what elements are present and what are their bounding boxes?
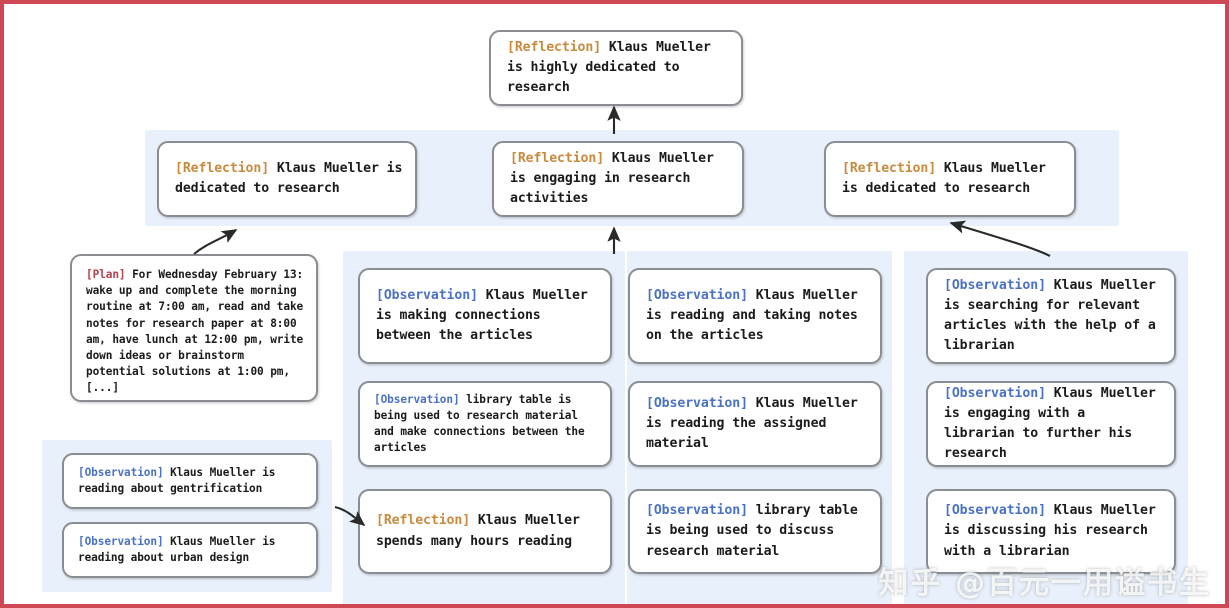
node-col2-observation-2[interactable]: [Observation] Klaus Mueller is reading t… <box>628 381 882 467</box>
node-text: [Reflection] Klaus Mueller is dedicated … <box>175 159 403 199</box>
node-text: [Reflection] Klaus Mueller spends many h… <box>376 511 598 551</box>
node-text: [Plan] For Wednesday February 13: wake u… <box>86 267 304 397</box>
tag-observation: [Observation] <box>78 465 164 479</box>
node-body: library table is being used to research … <box>374 392 585 455</box>
node-body: Klaus Mueller is reading the assigned ma… <box>646 395 858 452</box>
node-body: Klaus Mueller is reading about urban des… <box>78 534 276 564</box>
node-text: [Reflection] Klaus Mueller is highly ded… <box>507 38 729 98</box>
node-text: [Observation] Klaus Mueller is reading a… <box>78 534 304 566</box>
tag-observation: [Observation] <box>374 392 460 406</box>
tag-reflection: [Reflection] <box>510 150 605 166</box>
node-body: library table is being used to discuss r… <box>646 503 858 559</box>
node-body: Klaus Mueller is searching for relevant … <box>944 277 1156 354</box>
node-col1-reflection[interactable]: [Reflection] Klaus Mueller spends many h… <box>358 489 612 574</box>
node-col2-observation-1[interactable]: [Observation] Klaus Mueller is reading a… <box>628 268 882 364</box>
node-text: [Observation] Klaus Mueller is reading a… <box>646 286 868 346</box>
node-col3-observation-3[interactable]: [Observation] Klaus Mueller is discussin… <box>926 489 1176 574</box>
tag-reflection: [Reflection] <box>507 39 602 55</box>
node-text: [Observation] Klaus Mueller is reading t… <box>646 394 868 454</box>
tag-observation: [Observation] <box>78 534 164 548</box>
node-bottom-left-observation-1[interactable]: [Observation] Klaus Mueller is reading a… <box>62 453 318 509</box>
node-text: [Observation] Klaus Mueller is discussin… <box>944 501 1162 561</box>
node-body: Klaus Mueller is discussing his research… <box>944 503 1156 559</box>
tag-reflection: [Reflection] <box>842 160 937 176</box>
node-mid-reflection-center[interactable]: [Reflection] Klaus Mueller is engaging i… <box>492 141 744 217</box>
node-text: [Reflection] Klaus Mueller is dedicated … <box>842 159 1062 199</box>
tag-observation: [Observation] <box>646 287 748 303</box>
tag-reflection: [Reflection] <box>376 513 471 529</box>
tag-observation: [Observation] <box>944 385 1046 401</box>
node-body: Klaus Mueller is highly dedicated to res… <box>507 39 711 96</box>
tag-reflection: [Reflection] <box>175 160 270 176</box>
node-body: Klaus Mueller is dedicated to research <box>175 160 403 196</box>
node-top-reflection[interactable]: [Reflection] Klaus Mueller is highly ded… <box>489 30 743 106</box>
tag-observation: [Observation] <box>646 395 748 411</box>
node-text: [Observation] Klaus Mueller is engaging … <box>944 384 1162 464</box>
node-col1-observation-2[interactable]: [Observation] library table is being use… <box>358 381 612 467</box>
tag-observation: [Observation] <box>944 503 1046 519</box>
node-body: Klaus Mueller is dedicated to research <box>842 160 1046 196</box>
tag-plan: [Plan] <box>86 268 126 281</box>
node-body: Klaus Mueller is engaging in research ac… <box>510 150 714 207</box>
node-text: [Observation] Klaus Mueller is making co… <box>376 286 598 346</box>
node-mid-reflection-right[interactable]: [Reflection] Klaus Mueller is dedicated … <box>824 141 1076 217</box>
node-col2-observation-3[interactable]: [Observation] library table is being use… <box>628 489 882 574</box>
node-col3-observation-1[interactable]: [Observation] Klaus Mueller is searching… <box>926 268 1176 364</box>
node-text: [Observation] Klaus Mueller is searching… <box>944 276 1162 356</box>
tag-observation: [Observation] <box>646 503 748 519</box>
tag-observation: [Observation] <box>944 277 1046 293</box>
node-text: [Observation] Klaus Mueller is reading a… <box>78 465 304 497</box>
node-mid-reflection-left[interactable]: [Reflection] Klaus Mueller is dedicated … <box>157 141 417 217</box>
node-text: [Observation] library table is being use… <box>646 501 868 561</box>
tag-observation: [Observation] <box>376 287 478 303</box>
watermark: 知乎 @百元一用谥书生 <box>878 566 1211 601</box>
node-plan[interactable]: [Plan] For Wednesday February 13: wake u… <box>70 254 318 402</box>
node-body: Klaus Mueller is reading about gentrific… <box>78 465 276 495</box>
node-text: [Observation] library table is being use… <box>374 392 598 457</box>
node-col3-observation-2[interactable]: [Observation] Klaus Mueller is engaging … <box>926 381 1176 467</box>
node-text: [Reflection] Klaus Mueller is engaging i… <box>510 149 730 209</box>
node-bottom-left-observation-2[interactable]: [Observation] Klaus Mueller is reading a… <box>62 522 318 578</box>
node-body: For Wednesday February 13: wake up and c… <box>86 268 304 395</box>
node-body: Klaus Mueller is reading and taking note… <box>646 287 858 344</box>
node-body: Klaus Mueller is engaging with a librari… <box>944 385 1156 462</box>
node-body: Klaus Mueller spends many hours reading <box>376 513 580 549</box>
node-col1-observation-1[interactable]: [Observation] Klaus Mueller is making co… <box>358 268 612 364</box>
node-body: Klaus Mueller is making connections betw… <box>376 287 588 344</box>
